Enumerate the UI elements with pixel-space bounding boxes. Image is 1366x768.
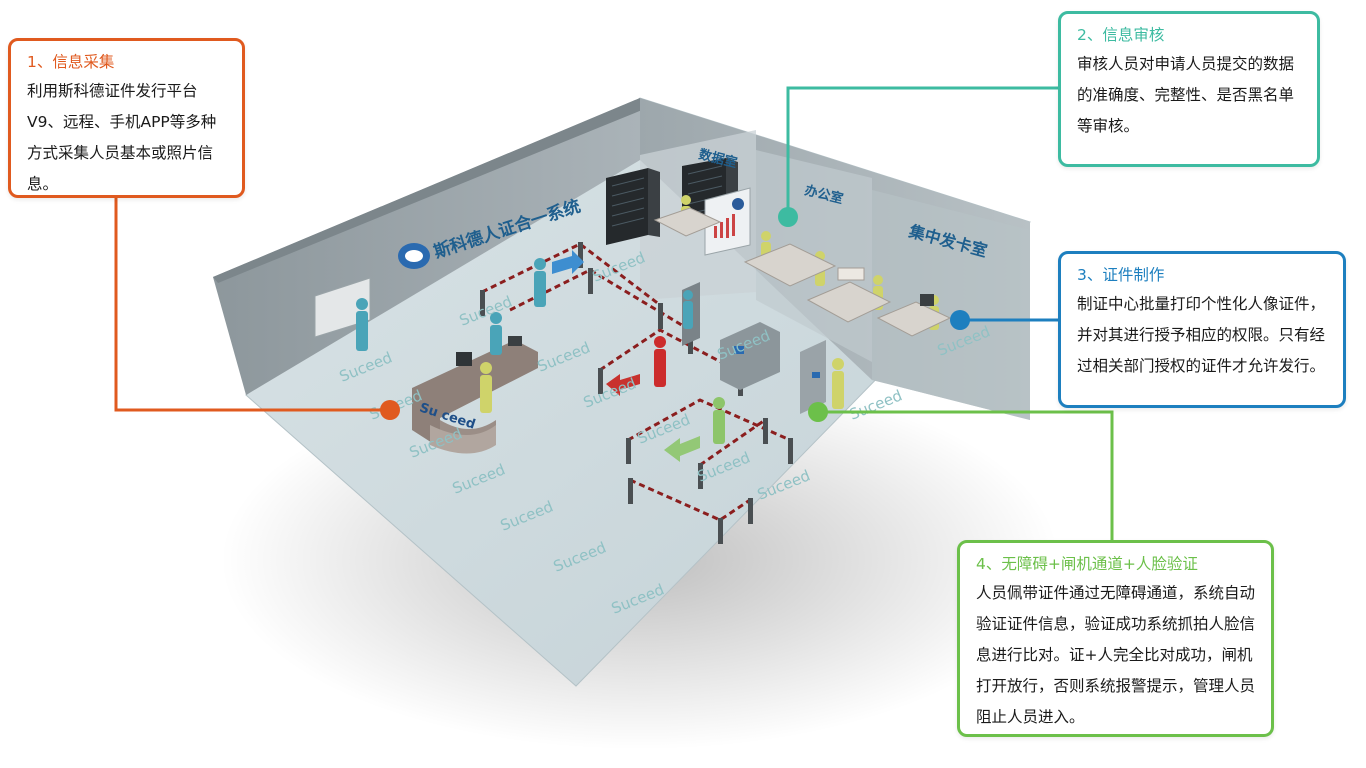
counter-printer [508,336,522,346]
back-left-wall-face [213,98,642,283]
queue-barriers [481,242,791,522]
marker-step4 [808,402,828,422]
callout-body: 利用斯科德证件发行平台V9、远程、手机APP等多种方式采集人员基本或照片信息。 [27,82,217,193]
counter-monitor [456,352,472,366]
callout-title: 2、信息审核 [1077,26,1165,44]
callout-body: 人员佩带证件通过无障碍通道，系统自动验证证件信息，验证成功系统抓拍人脸信息进行比… [976,584,1256,726]
connector-step1 [114,197,390,412]
arrow-exit-green [664,436,700,462]
callout-body: 制证中心批量打印个性化人像证件，并对其进行授予相应的权限。只有经过相关部门授权的… [1077,295,1326,375]
callout-gate-verification: 4、无障碍+闸机通道+人脸验证 人员佩带证件通过无障碍通道，系统自动验证证件信息… [957,540,1274,737]
callout-info-collection: 1、信息采集 利用斯科德证件发行平台V9、远程、手机APP等多种方式采集人员基本… [8,38,245,198]
callout-title: 1、信息采集 [27,53,115,71]
whiteboard-logo [732,198,744,210]
office-desks [653,207,952,337]
callout-title: 3、证件制作 [1077,266,1165,284]
marker-step1 [380,400,400,420]
arrow-exit-red [606,374,640,396]
marker-step2 [778,207,798,227]
connector-step4 [818,410,1114,542]
turnstile-gates [682,282,826,414]
callout-title: 4、无障碍+闸机通道+人脸验证 [976,555,1198,573]
marker-step3 [950,310,970,330]
callout-card-production: 3、证件制作 制证中心批量打印个性化人像证件，并对其进行授予相应的权限。只有经过… [1058,251,1346,408]
reception-counter [412,340,538,454]
card-room-partition [872,190,1030,420]
connector-step2 [786,86,1060,217]
whiteboard-chart [714,214,735,238]
arrow-entry-blue [552,250,584,274]
callout-body: 审核人员对申请人员提交的数据的准确度、完整性、是否黑名单等审核。 [1077,55,1295,135]
system-logo [398,243,430,269]
callout-info-review: 2、信息审核 审核人员对申请人员提交的数据的准确度、完整性、是否黑名单等审核。 [1058,11,1320,167]
